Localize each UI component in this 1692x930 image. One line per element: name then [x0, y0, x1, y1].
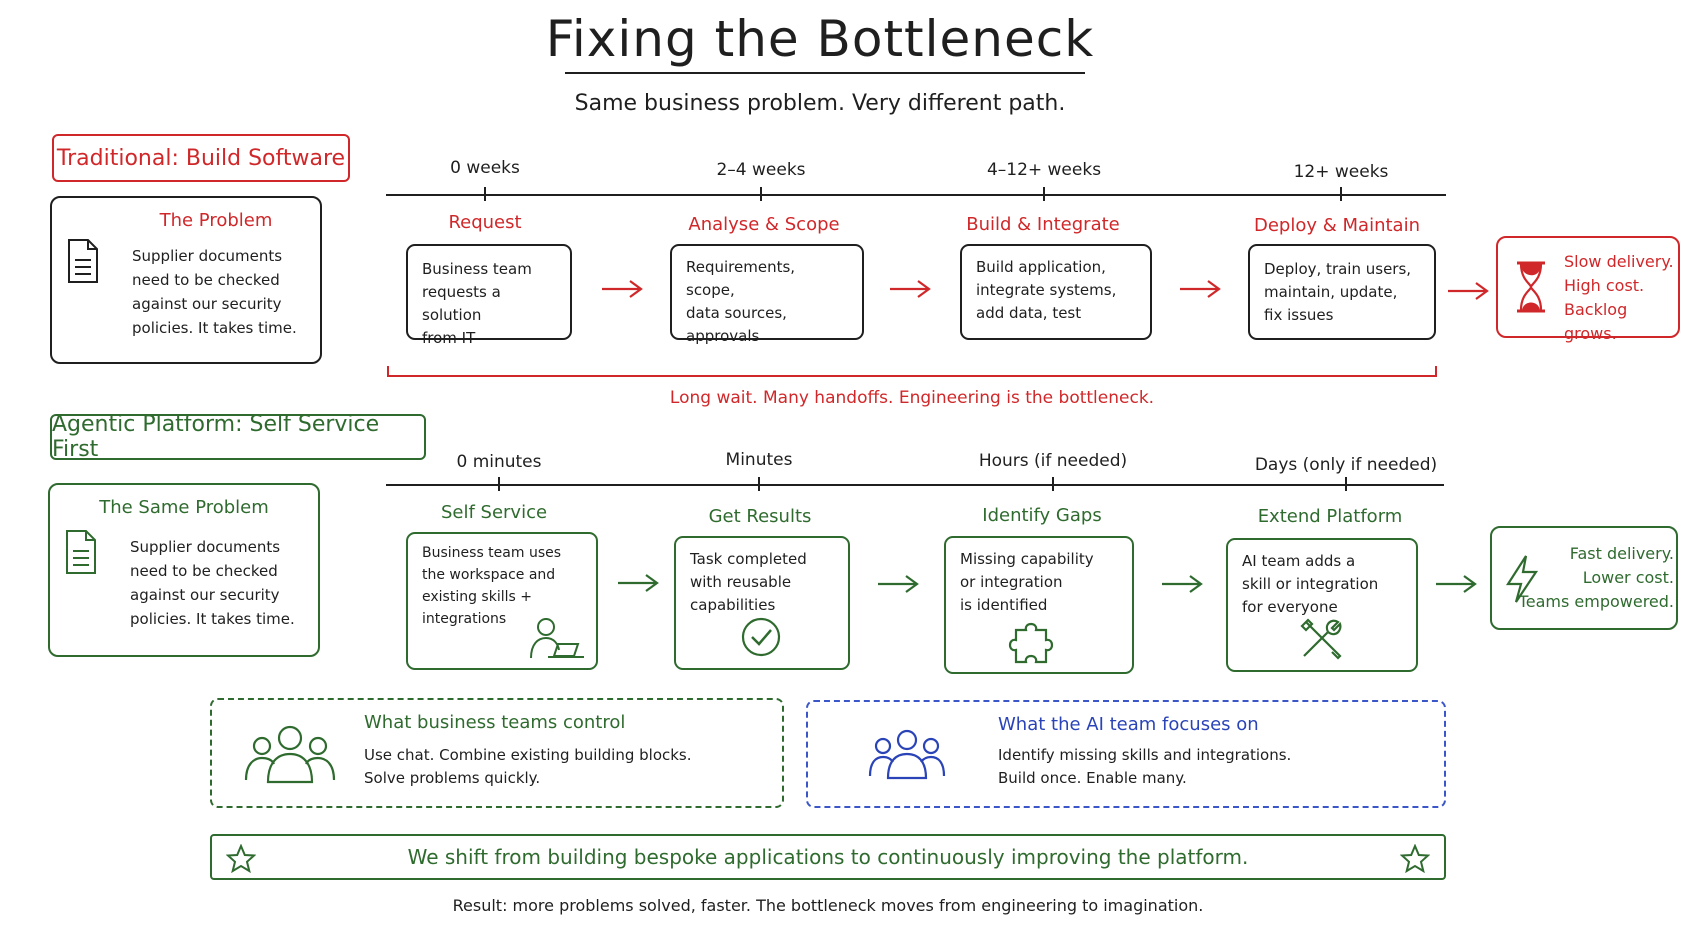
traditional-problem-title: The Problem — [159, 210, 273, 231]
check-circle-icon — [741, 617, 781, 657]
step-box-self-service: Business team uses the workspace and exi… — [406, 532, 598, 670]
platform-shift-banner: We shift from building bespoke applicati… — [210, 834, 1446, 880]
timeline-tick — [758, 477, 760, 491]
page-title: Fixing the Bottleneck — [545, 10, 1095, 68]
ai-team-focus-title: What the AI team focuses on — [998, 714, 1259, 735]
agentic-problem-title: The Same Problem — [99, 497, 269, 518]
people-group-icon — [244, 725, 336, 784]
step-box-deploy: Deploy, train users, maintain, update, f… — [1248, 244, 1436, 340]
timeline-tick — [1345, 477, 1347, 491]
business-focus-box: What business teams control Use chat. Co… — [210, 698, 784, 808]
lightning-bolt-icon — [1505, 555, 1539, 603]
person-laptop-icon — [530, 618, 584, 659]
arrow-right-icon — [1448, 282, 1489, 300]
timeline-label: 2–4 weeks — [716, 160, 806, 180]
timeline-label: Hours (if needed) — [978, 451, 1128, 471]
timeline-label: 0 minutes — [456, 452, 542, 472]
timeline-label: 12+ weeks — [1293, 162, 1389, 182]
page-subtitle: Same business problem. Very different pa… — [574, 91, 1066, 116]
step-box-build: Build application, integrate systems, ad… — [960, 244, 1152, 340]
arrow-right-icon — [1436, 575, 1477, 593]
step-box-identify-gaps: Missing capability or integration is ide… — [944, 536, 1134, 674]
timeline-tick — [498, 477, 500, 491]
traditional-problem-text: Supplier documents need to be checked ag… — [132, 247, 297, 337]
timeline-tick — [1340, 187, 1342, 201]
agentic-tag: Agentic Platform: Self Service First — [50, 412, 426, 462]
step-title-deploy: Deploy & Maintain — [1254, 215, 1420, 236]
step-title-self-service: Self Service — [440, 502, 548, 523]
step-title-identify-gaps: Identify Gaps — [982, 505, 1102, 526]
arrow-right-icon — [618, 574, 659, 592]
bottleneck-bracket — [387, 366, 1437, 377]
people-group-icon — [868, 729, 946, 780]
timeline-label: Minutes — [725, 450, 793, 470]
timeline-label: 4–12+ weeks — [986, 160, 1102, 180]
timeline-label: Days (only if needed) — [1254, 455, 1438, 475]
step-title-extend-platform: Extend Platform — [1257, 506, 1403, 527]
timeline-tick — [484, 187, 486, 201]
timeline-label: 0 weeks — [450, 158, 520, 178]
title-underline — [565, 72, 1085, 74]
banner-text: We shift from building bespoke applicati… — [407, 845, 1249, 869]
timeline-tick — [1043, 187, 1045, 201]
ai-team-focus-text: Identify missing skills and integrations… — [998, 746, 1292, 787]
arrow-right-icon — [602, 280, 643, 298]
star-icon — [1400, 844, 1430, 874]
timeline-tick — [760, 187, 762, 201]
arrow-right-icon — [1180, 280, 1221, 298]
step-title-get-results: Get Results — [708, 506, 812, 527]
agentic-problem-text: Supplier documents need to be checked ag… — [130, 538, 295, 628]
timeline-tick — [1052, 477, 1054, 491]
step-title-analyse: Analyse & Scope — [688, 214, 840, 235]
arrow-right-icon — [890, 280, 931, 298]
result-statement: Result: more problems solved, faster. Th… — [452, 896, 1204, 915]
step-box-request: Business team requests a solution from I… — [406, 244, 572, 347]
star-icon — [226, 844, 256, 874]
arrow-right-icon — [1162, 575, 1203, 593]
business-focus-text: Use chat. Combine existing building bloc… — [364, 746, 692, 787]
traditional-outcome-text: Slow delivery. High cost. Backlog grows. — [1564, 252, 1674, 343]
agentic-outcome-text: Fast delivery. Lower cost. Teams empower… — [1518, 544, 1674, 611]
step-box-extend-platform: AI team adds a skill or integration for … — [1226, 538, 1418, 672]
traditional-outcome-card: Slow delivery. High cost. Backlog grows. — [1496, 236, 1680, 343]
ai-team-focus-box: What the AI team focuses on Identify mis… — [806, 700, 1446, 808]
step-box-analyse: Requirements, scope, data sources, appro… — [670, 244, 864, 345]
puzzle-piece-icon — [1008, 622, 1054, 664]
hourglass-icon — [1517, 261, 1545, 313]
step-title-build: Build & Integrate — [966, 214, 1120, 235]
business-focus-title: What business teams control — [364, 712, 626, 733]
traditional-problem-card: The Problem Supplier documents need to b… — [50, 196, 322, 364]
step-title-request: Request — [448, 212, 522, 233]
document-icon — [66, 530, 96, 574]
agentic-timeline — [386, 484, 1444, 486]
agentic-outcome-card: Fast delivery. Lower cost. Teams empower… — [1490, 526, 1678, 630]
tools-icon — [1300, 618, 1342, 660]
arrow-right-icon — [878, 575, 919, 593]
document-icon — [68, 239, 98, 283]
step-box-get-results: Task completed with reusable capabilitie… — [674, 536, 850, 670]
agentic-problem-card: The Same Problem Supplier documents need… — [48, 483, 320, 657]
bottleneck-note: Long wait. Many handoffs. Engineering is… — [669, 388, 1155, 408]
traditional-timeline — [386, 194, 1446, 196]
traditional-tag: Traditional: Build Software — [52, 134, 350, 182]
